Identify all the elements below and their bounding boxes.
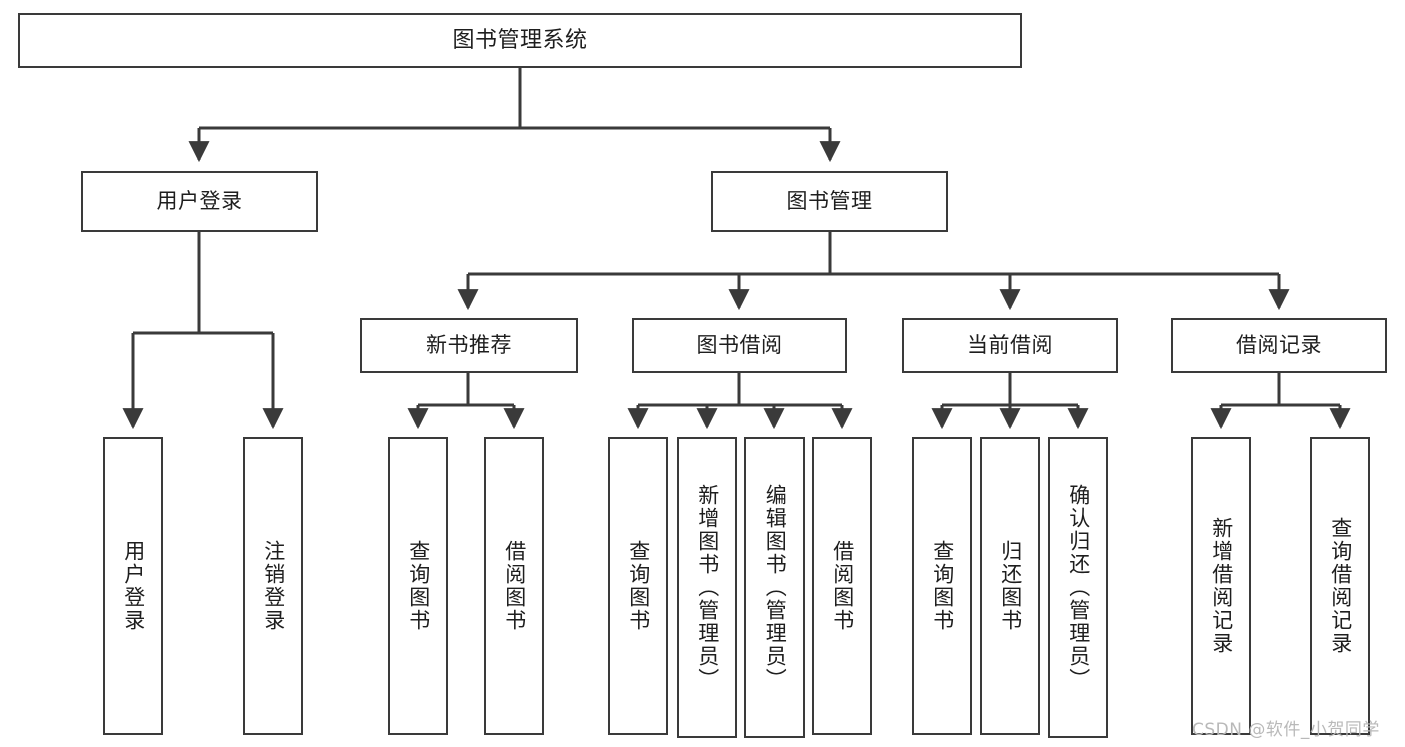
leaf-user-login[interactable]: 用户登录 xyxy=(103,437,163,735)
leaf-borrow-book-label: 借阅图书 xyxy=(830,540,855,632)
leaf-confirm-return-admin[interactable]: 确认归还（管理员） xyxy=(1048,437,1108,738)
leaf-edit-book-admin[interactable]: 编辑图书（管理员） xyxy=(744,437,805,738)
leaf-query-book-current[interactable]: 查询图书 xyxy=(912,437,972,735)
leaf-borrow-book-recommend-label: 借阅图书 xyxy=(502,540,527,632)
leaf-return-book[interactable]: 归还图书 xyxy=(980,437,1040,735)
node-new-book-recommend-label: 新书推荐 xyxy=(426,333,512,358)
leaf-add-book-admin-label: 新增图书（管理员） xyxy=(695,484,720,691)
leaf-add-borrow-record-label: 新增借阅记录 xyxy=(1209,517,1234,655)
watermark-text: CSDN @软件_小贺同学 xyxy=(1192,720,1380,740)
leaf-logout-label: 注销登录 xyxy=(261,540,286,632)
leaf-edit-book-admin-label: 编辑图书（管理员） xyxy=(763,484,788,691)
node-borrow-record[interactable]: 借阅记录 xyxy=(1171,318,1387,373)
leaf-return-book-label: 归还图书 xyxy=(998,540,1023,632)
node-current-borrow[interactable]: 当前借阅 xyxy=(902,318,1118,373)
node-book-borrow[interactable]: 图书借阅 xyxy=(632,318,847,373)
node-user-login-label: 用户登录 xyxy=(156,189,243,214)
leaf-add-borrow-record[interactable]: 新增借阅记录 xyxy=(1191,437,1251,735)
leaf-query-book-borrow[interactable]: 查询图书 xyxy=(608,437,668,735)
node-root[interactable]: 图书管理系统 xyxy=(18,13,1022,68)
leaf-query-borrow-record[interactable]: 查询借阅记录 xyxy=(1310,437,1370,735)
node-new-book-recommend[interactable]: 新书推荐 xyxy=(360,318,578,373)
leaf-borrow-book[interactable]: 借阅图书 xyxy=(812,437,872,735)
node-book-management-label: 图书管理 xyxy=(786,189,873,214)
leaf-borrow-book-recommend[interactable]: 借阅图书 xyxy=(484,437,544,735)
leaf-query-book-recommend[interactable]: 查询图书 xyxy=(388,437,448,735)
leaf-query-book-borrow-label: 查询图书 xyxy=(626,540,651,632)
leaf-query-book-recommend-label: 查询图书 xyxy=(406,540,431,632)
leaf-query-borrow-record-label: 查询借阅记录 xyxy=(1328,517,1353,655)
node-book-borrow-label: 图书借阅 xyxy=(696,333,783,358)
leaf-add-book-admin[interactable]: 新增图书（管理员） xyxy=(677,437,737,738)
node-book-management[interactable]: 图书管理 xyxy=(711,171,948,232)
leaf-user-login-label: 用户登录 xyxy=(121,540,146,632)
node-borrow-record-label: 借阅记录 xyxy=(1236,333,1322,358)
leaf-confirm-return-admin-label: 确认归还（管理员） xyxy=(1066,484,1091,691)
leaf-query-book-current-label: 查询图书 xyxy=(930,540,955,632)
node-user-login[interactable]: 用户登录 xyxy=(81,171,318,232)
node-root-label: 图书管理系统 xyxy=(452,27,588,53)
leaf-logout[interactable]: 注销登录 xyxy=(243,437,303,735)
node-current-borrow-label: 当前借阅 xyxy=(967,333,1053,358)
